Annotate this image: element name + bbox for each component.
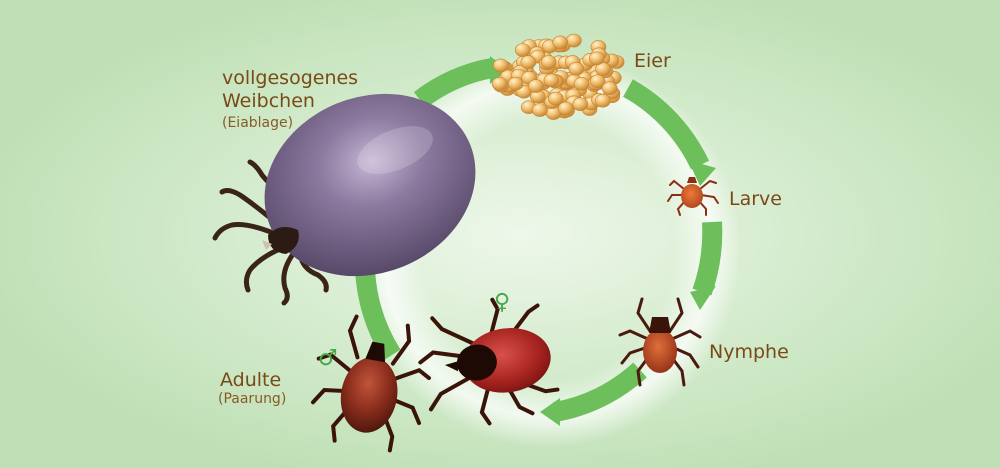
egg: [491, 77, 508, 91]
cycle-arrow-female-to-eggs: [413, 58, 495, 109]
egg: [601, 81, 618, 95]
egg: [552, 35, 569, 50]
eggs-illustration: [491, 33, 625, 120]
egg: [594, 93, 611, 108]
cycle-arrow-larva-to-nymph: [692, 221, 723, 296]
engorged-female-illustration: [212, 93, 476, 306]
egg: [540, 55, 557, 69]
engorged-female-label-line1: vollgesogenes: [222, 67, 359, 89]
nymph-illustration: [618, 297, 702, 387]
arrowhead-larva: [688, 160, 716, 186]
egg: [514, 43, 531, 57]
arrowhead-adults: [540, 398, 560, 426]
egg: [520, 55, 537, 69]
female-symbol-icon: ♀: [494, 290, 511, 315]
egg: [543, 73, 560, 88]
egg: [589, 74, 606, 88]
nymph-label: Nymphe: [709, 341, 789, 363]
egg: [588, 51, 605, 66]
egg: [572, 97, 589, 111]
larva-illustration: [667, 177, 719, 216]
engorged-female-note: (Eiablage): [222, 115, 294, 131]
eggs-label: Eier: [634, 50, 671, 72]
egg: [547, 91, 564, 106]
egg: [557, 101, 574, 116]
cycle-arrow-adults-to-female: [355, 269, 401, 361]
male-tick-illustration: [311, 314, 431, 453]
egg: [492, 58, 509, 73]
egg: [595, 62, 611, 76]
cycle-arrow-eggs-to-larva: [622, 79, 710, 170]
egg: [527, 79, 544, 93]
larva-label: Larve: [729, 188, 782, 210]
adults-note: (Paarung): [218, 391, 287, 407]
male-symbol-icon: ♂: [318, 346, 338, 371]
egg: [507, 76, 524, 91]
cycle-ring: [355, 58, 723, 422]
engorged-female-label-line2: Weibchen: [222, 90, 315, 112]
adults-label: Adulte: [220, 369, 282, 391]
female-tick-illustration: [418, 297, 560, 426]
egg: [573, 77, 590, 91]
cycle-arrow-nymph-to-adults: [553, 362, 647, 422]
egg: [568, 62, 585, 76]
egg: [531, 103, 548, 117]
arrowhead-nymph: [690, 286, 716, 310]
